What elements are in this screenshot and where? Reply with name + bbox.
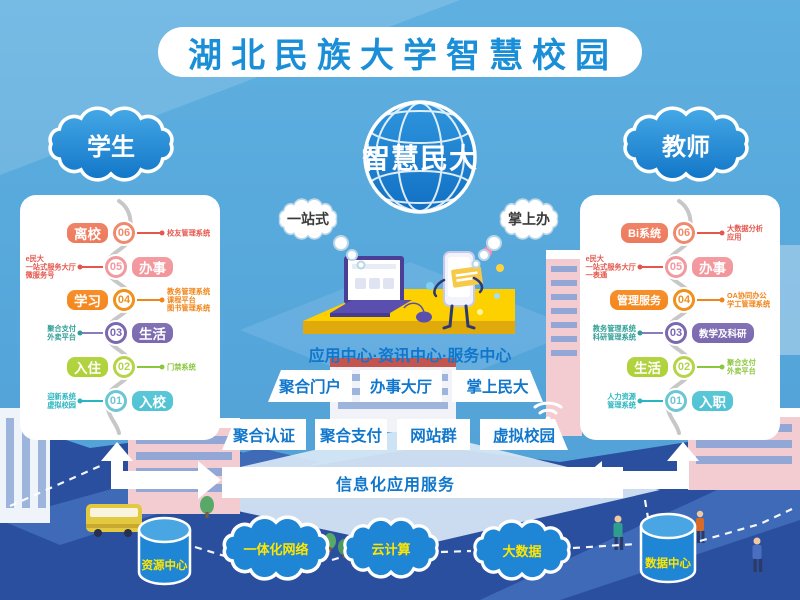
milestone-note: 教务管理系统科研管理系统 — [592, 324, 636, 342]
app-button[interactable]: 聚合支付 — [315, 419, 387, 450]
milestone-number: 01 — [665, 390, 687, 412]
teacher-cloud: 教师 — [620, 106, 752, 182]
building-right-tall — [546, 250, 582, 436]
student-cloud: 学生 — [45, 106, 177, 182]
globe: 智慧民大 — [352, 89, 488, 225]
app-button[interactable]: 网站群 — [397, 419, 470, 450]
milestone-badge[interactable]: 管理服务 — [610, 290, 668, 310]
app-button[interactable]: 虚拟校园 — [480, 419, 568, 450]
milestone-note: 门禁系统 — [167, 362, 196, 372]
title-banner: 湖北民族大学智慧校园 — [158, 27, 642, 77]
infra-cloud[interactable]: 大数据 — [471, 519, 573, 581]
resource-center-label: 资源中心 — [141, 560, 188, 572]
bus — [86, 504, 142, 537]
milestone-note: e民大一站式服务大厅一表通 — [585, 254, 636, 280]
app-button[interactable]: 聚合认证 — [222, 419, 306, 450]
milestone-number: 01 — [105, 390, 127, 412]
globe-label: 智慧民大 — [361, 143, 478, 174]
milestone-number: 06 — [673, 222, 695, 244]
milestone-note: 教务管理系统课程平台图书管理系统 — [167, 287, 211, 313]
milestone-number: 05 — [665, 256, 687, 278]
data-center-db: 数据中心 — [639, 512, 697, 584]
milestone-badge[interactable]: 入校 — [132, 391, 173, 411]
milestone-badge[interactable]: 教学及科研 — [692, 323, 754, 343]
milestone-note: e民大一站式服务大厅微服务号 — [25, 254, 76, 280]
service-bar[interactable]: 信息化应用服务 — [222, 467, 623, 498]
milestone-number: 03 — [665, 322, 687, 344]
app-button[interactable]: 聚合门户 — [268, 370, 352, 402]
bubble-mobile: 掌上办 — [498, 198, 560, 240]
milestone-note: 迎新系统虚拟校园 — [47, 392, 76, 410]
milestone-number: 03 — [105, 322, 127, 344]
center-caption: 应用中心·资讯中心·服务中心 — [308, 348, 512, 365]
bubble-mobile-label: 掌上办 — [508, 211, 550, 227]
app-button[interactable]: 掌上民大 — [452, 370, 543, 402]
milestone-number: 02 — [113, 356, 135, 378]
bubble-one-stop: 一站式 — [277, 198, 339, 240]
milestone-badge[interactable]: 办事 — [132, 257, 173, 277]
milestone-badge[interactable]: Bi系统 — [621, 223, 668, 243]
teacher-cloud-label: 教师 — [662, 133, 710, 161]
milestone-badge[interactable]: 入住 — [67, 357, 108, 377]
milestone-note: 大数据分析应用 — [727, 224, 763, 242]
milestone-badge[interactable]: 生活 — [627, 357, 668, 377]
milestone-note: 聚合支付外卖平台 — [47, 324, 76, 342]
infra-cloud[interactable]: 云计算 — [341, 517, 441, 579]
infra-cloud[interactable]: 一体化网络 — [220, 515, 332, 581]
milestone-note: 人力资源管理系统 — [607, 392, 636, 410]
milestone-number: 05 — [105, 256, 127, 278]
milestone-number: 04 — [113, 289, 135, 311]
milestone-badge[interactable]: 办事 — [692, 257, 733, 277]
milestone-note: 校友管理系统 — [167, 228, 211, 238]
student-cloud-label: 学生 — [87, 133, 135, 161]
milestone-note: OA协同办公学工管理系统 — [727, 291, 771, 309]
milestone-number: 04 — [673, 289, 695, 311]
resource-center-db: 资源中心 — [137, 516, 192, 586]
milestone-badge[interactable]: 离校 — [67, 223, 108, 243]
app-button[interactable]: 办事大厅 — [360, 370, 442, 402]
milestone-badge[interactable]: 学习 — [67, 290, 108, 310]
bubble-one-stop-label: 一站式 — [287, 211, 329, 227]
milestone-number: 02 — [673, 356, 695, 378]
milestone-badge[interactable]: 入职 — [692, 391, 733, 411]
milestone-number: 06 — [113, 222, 135, 244]
data-center-label: 数据中心 — [645, 558, 691, 570]
page-title: 湖北民族大学智慧校园 — [188, 36, 618, 75]
milestone-note: 聚合支付外卖平台 — [727, 358, 756, 376]
milestone-badge[interactable]: 生活 — [132, 323, 173, 343]
